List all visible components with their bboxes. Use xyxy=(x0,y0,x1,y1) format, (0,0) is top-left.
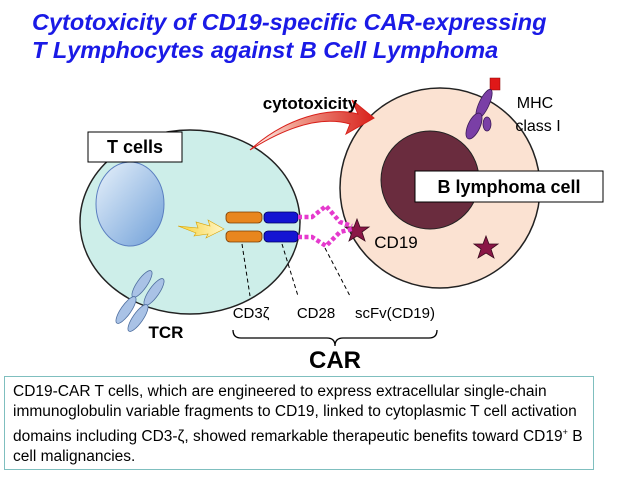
page-title: Cytotoxicity of CD19-specific CAR-expres… xyxy=(32,8,632,64)
caption-superscript: + xyxy=(562,427,568,437)
scfv-upper xyxy=(298,202,353,229)
mhc-class-label: class I xyxy=(515,118,560,135)
activation-signal-icon xyxy=(177,219,225,239)
cd28-leader xyxy=(281,243,299,297)
cd19-star-icon-2 xyxy=(472,234,500,259)
t-cells-label: T cells xyxy=(107,137,163,157)
b-cell-label-box xyxy=(414,170,604,203)
title-line-1: Cytotoxicity of CD19-specific CAR-expres… xyxy=(32,9,547,35)
car-label: CAR xyxy=(309,347,361,374)
title-line-2: T Lymphocytes against B Cell Lymphoma xyxy=(32,37,499,63)
cd28-label: CD28 xyxy=(297,305,335,322)
caption-text: CD19-CAR T cells, which are engineered t… xyxy=(13,383,577,446)
cytotoxicity-label: cytotoxicity xyxy=(263,94,358,113)
tcr-label: TCR xyxy=(149,323,184,342)
mhc-class-i-icon xyxy=(465,77,501,140)
scfv-label: scFv(CD19) xyxy=(355,305,435,322)
cd3z-label: CD3ζ xyxy=(233,305,270,322)
cd28-domain-upper xyxy=(263,211,299,224)
cd3z-domain-lower xyxy=(225,230,263,243)
caption-box: CD19-CAR T cells, which are engineered t… xyxy=(4,376,594,470)
scfv-lower xyxy=(298,226,353,249)
t-cell-nucleus xyxy=(95,161,165,247)
car-brace xyxy=(232,329,438,347)
cytotoxicity-arrow xyxy=(249,99,375,151)
b-lymphoma-cell-label: B lymphoma cell xyxy=(437,177,580,197)
t-cells-label-box xyxy=(87,131,183,163)
scfv-leader xyxy=(324,247,351,297)
cd3z-leader xyxy=(241,243,251,297)
caption-text-end: B cell malignancies. xyxy=(13,428,583,466)
mhc-label: MHC xyxy=(517,95,553,112)
cd19-label: CD19 xyxy=(374,233,417,252)
tcr-icon xyxy=(115,270,165,332)
car-receptor xyxy=(225,202,353,249)
cd28-domain-lower xyxy=(263,230,299,243)
cd3z-domain-upper xyxy=(225,211,263,224)
